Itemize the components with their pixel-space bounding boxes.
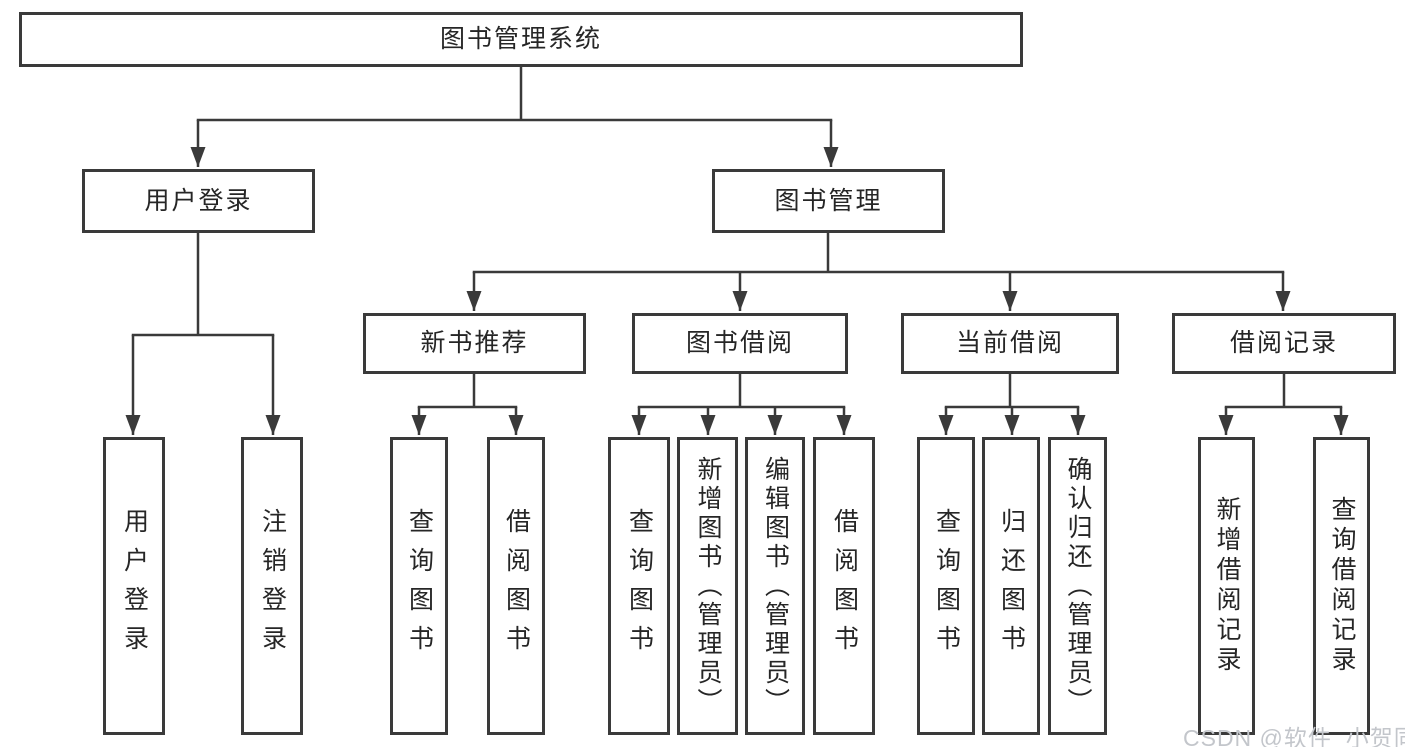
node-book-borrowing: 图书借阅 bbox=[632, 313, 848, 374]
leaf-label: 查询图书 bbox=[932, 508, 961, 664]
node-current-borrowing: 当前借阅 bbox=[901, 313, 1119, 374]
leaf-label: 新增图书（管理员） bbox=[694, 455, 722, 717]
leaf-user-login: 用户登录 bbox=[103, 437, 165, 735]
leaf-label: 查询图书 bbox=[625, 508, 654, 664]
leaf-confirm-return-admin: 确认归还（管理员） bbox=[1048, 437, 1107, 735]
node-book-management: 图书管理 bbox=[712, 169, 945, 233]
leaf-return-books: 归还图书 bbox=[982, 437, 1040, 735]
node-borrowing-records: 借阅记录 bbox=[1172, 313, 1396, 374]
leaf-query-borrow-record: 查询借阅记录 bbox=[1313, 437, 1370, 735]
leaf-add-borrow-record: 新增借阅记录 bbox=[1198, 437, 1255, 735]
leaf-label: 查询借阅记录 bbox=[1328, 496, 1356, 676]
leaf-edit-books-admin: 编辑图书（管理员） bbox=[745, 437, 805, 735]
leaf-label: 注销登录 bbox=[258, 508, 287, 664]
leaf-label: 借阅图书 bbox=[502, 508, 531, 664]
leaf-query-books-current: 查询图书 bbox=[917, 437, 975, 735]
node-new-book-recommendation: 新书推荐 bbox=[363, 313, 586, 374]
leaf-label: 编辑图书（管理员） bbox=[761, 455, 790, 717]
leaf-label: 查询图书 bbox=[405, 508, 434, 664]
leaf-logout: 注销登录 bbox=[241, 437, 303, 735]
leaf-label: 确认归还（管理员） bbox=[1064, 455, 1092, 717]
leaf-borrow-books-borrowing: 借阅图书 bbox=[813, 437, 875, 735]
leaf-label: 归还图书 bbox=[997, 508, 1026, 664]
leaf-label: 新增借阅记录 bbox=[1213, 496, 1241, 676]
leaf-label: 用户登录 bbox=[120, 508, 149, 664]
leaf-borrow-books-recommend: 借阅图书 bbox=[487, 437, 545, 735]
node-user-login: 用户登录 bbox=[82, 169, 315, 233]
csdn-watermark: CSDN @软件_小贺同学 bbox=[1183, 725, 1405, 747]
leaf-query-books-borrowing: 查询图书 bbox=[608, 437, 670, 735]
leaf-add-books-admin: 新增图书（管理员） bbox=[677, 437, 738, 735]
leaf-query-books-recommend: 查询图书 bbox=[390, 437, 448, 735]
leaf-label: 借阅图书 bbox=[830, 508, 859, 664]
node-library-management-system: 图书管理系统 bbox=[19, 12, 1023, 67]
